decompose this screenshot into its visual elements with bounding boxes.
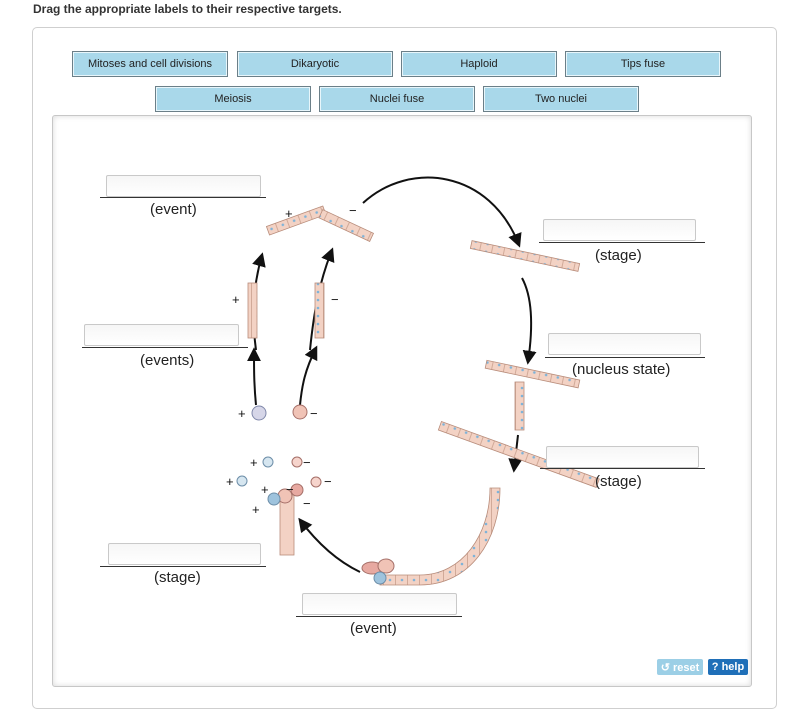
minus-sign: − xyxy=(303,455,311,470)
cycle-arrow-bottom xyxy=(298,517,361,573)
target-caption-event-top: (event) xyxy=(150,201,197,218)
minus-sign: − xyxy=(324,474,332,489)
spore-arrow-plus xyxy=(247,347,262,406)
cycle-arrow-top xyxy=(362,176,522,248)
hypha-minus xyxy=(314,282,325,339)
label-two-nuclei[interactable]: Two nuclei xyxy=(483,86,639,112)
minus-sign: − xyxy=(286,482,294,497)
label-nuclei-fuse[interactable]: Nuclei fuse xyxy=(319,86,475,112)
minus-sign: − xyxy=(331,292,339,307)
target-underline xyxy=(539,242,705,243)
sporangium xyxy=(267,483,304,556)
reset-button[interactable]: ↺ reset xyxy=(657,659,703,675)
target-caption-stage-right-top: (stage) xyxy=(595,247,642,264)
label-tips-fuse[interactable]: Tips fuse xyxy=(565,51,721,77)
target-caption-event-bottom: (event) xyxy=(350,620,397,637)
plus-sign: + xyxy=(226,474,234,489)
plus-sign: + xyxy=(232,292,240,307)
life-cycle-diagram: + − + − + − + − + − + − + − xyxy=(226,176,600,586)
minus-sign: − xyxy=(349,203,357,218)
spores xyxy=(236,404,322,488)
target-caption-stage-left: (stage) xyxy=(154,569,201,586)
plus-sign: + xyxy=(285,206,293,221)
target-underline xyxy=(100,197,266,198)
drop-target-event-top[interactable] xyxy=(106,175,261,197)
target-caption-stage-right-bottom: (stage) xyxy=(595,473,642,490)
drop-target-stage-right-bottom[interactable] xyxy=(546,446,699,468)
label-meiosis[interactable]: Meiosis xyxy=(155,86,311,112)
hypha-right-top xyxy=(469,240,581,272)
label-dikaryotic[interactable]: Dikaryotic xyxy=(237,51,393,77)
target-caption-nucleus-state: (nucleus state) xyxy=(572,361,671,378)
spore-arrow-minus xyxy=(299,345,318,406)
plus-sign: + xyxy=(238,406,246,421)
help-button[interactable]: ? help xyxy=(708,659,748,675)
target-underline xyxy=(545,357,705,358)
target-underline xyxy=(82,347,248,348)
plus-sign: + xyxy=(250,455,258,470)
drop-target-events-left[interactable] xyxy=(84,324,239,346)
target-underline xyxy=(540,468,705,469)
drop-target-event-bottom[interactable] xyxy=(302,593,457,615)
minus-sign: − xyxy=(303,496,311,511)
target-underline xyxy=(100,566,266,567)
cycle-arrow-right-1 xyxy=(521,277,537,365)
hypha-plus xyxy=(247,282,258,339)
plus-sign: + xyxy=(261,482,269,497)
label-haploid[interactable]: Haploid xyxy=(401,51,557,77)
minus-sign: − xyxy=(310,406,318,421)
instructions-text: Drag the appropriate labels to their res… xyxy=(33,2,342,16)
drop-target-stage-left[interactable] xyxy=(108,543,261,565)
drop-target-stage-right-top[interactable] xyxy=(543,219,696,241)
fusing-hyphae xyxy=(265,205,375,242)
t-hypha xyxy=(484,359,581,431)
diagram-area xyxy=(52,115,752,687)
label-mitoses-cell-divisions[interactable]: Mitoses and cell divisions xyxy=(72,51,228,77)
target-caption-events-left: (events) xyxy=(140,352,195,369)
zygote-cluster xyxy=(361,558,395,585)
plus-sign: + xyxy=(252,502,260,517)
target-underline xyxy=(296,616,462,617)
drop-target-nucleus-state[interactable] xyxy=(548,333,701,355)
